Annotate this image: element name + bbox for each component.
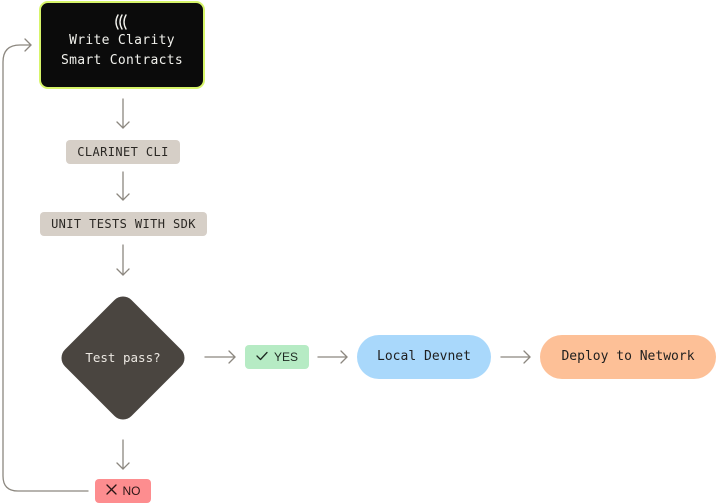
no-label: NO: [122, 484, 141, 498]
no-badge[interactable]: NO: [95, 479, 151, 503]
yes-badge[interactable]: YES: [245, 345, 309, 369]
start-title-line1: Write Clarity: [69, 33, 175, 48]
arrow-yes-to-devnet: [317, 350, 348, 364]
start-title-line2: Smart Contracts: [61, 53, 183, 68]
x-icon: [105, 479, 117, 503]
check-icon: [256, 345, 268, 369]
arrow-devnet-to-deploy: [500, 350, 531, 364]
arrow-decision-to-yes: [204, 350, 236, 364]
step-unit-tests[interactable]: UNIT TESTS WITH SDK: [40, 212, 207, 236]
arrow-clarinet-to-unit: [116, 171, 130, 201]
start-node-write-clarity[interactable]: Write Clarity Smart Contracts: [39, 1, 205, 89]
decision-label: Test pass?: [85, 350, 161, 365]
yes-label: YES: [273, 350, 298, 364]
step-clarinet-cli[interactable]: CLARINET CLI: [66, 140, 180, 164]
decision-node[interactable]: Test pass?: [56, 291, 190, 425]
arrow-decision-to-no: [116, 439, 130, 470]
outcome-local-devnet[interactable]: Local Devnet: [357, 335, 491, 379]
clarity-logo-icon: [41, 13, 203, 31]
arrow-start-to-clarinet: [116, 98, 130, 129]
outcome-deploy-to-network[interactable]: Deploy to Network: [540, 335, 716, 379]
arrow-unit-to-decision: [116, 244, 130, 276]
